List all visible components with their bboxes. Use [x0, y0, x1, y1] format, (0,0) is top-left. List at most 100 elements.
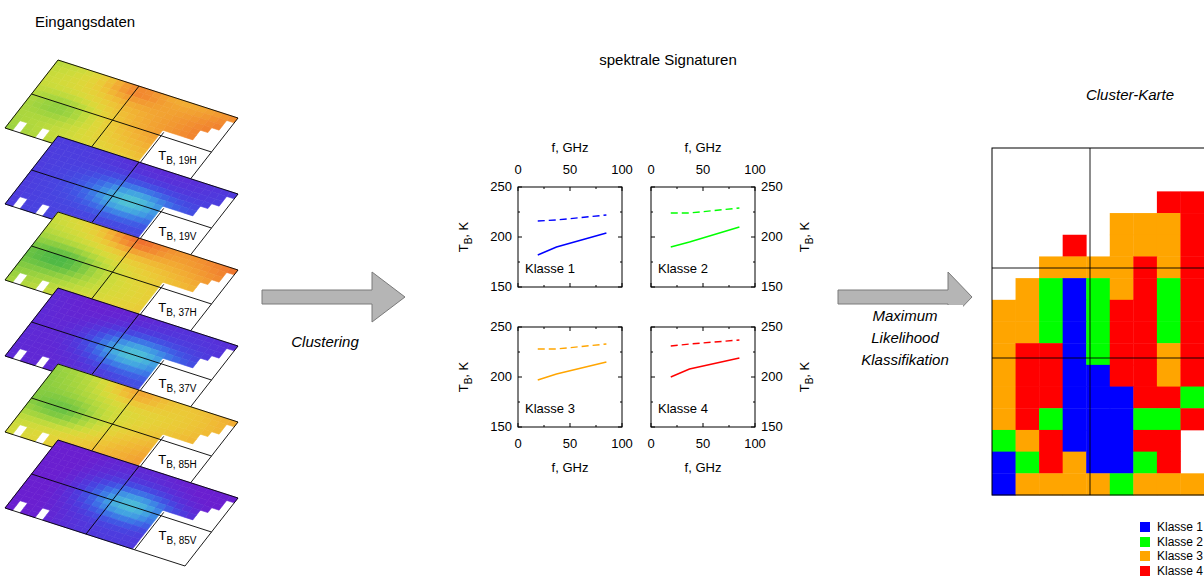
cluster-cell [1157, 191, 1181, 213]
subscript-text: B [463, 238, 474, 245]
cluster-cell [1133, 213, 1157, 235]
label-text: 150 [761, 279, 783, 294]
map-cell [227, 420, 238, 427]
map-grid-line [32, 474, 212, 532]
label-text: 200 [490, 369, 512, 384]
map-cell [28, 282, 39, 289]
cluster-cell [992, 473, 1016, 495]
map-ground [5, 136, 238, 262]
map-border [5, 440, 238, 566]
map-cell [200, 201, 211, 208]
label-text: 200 [490, 229, 512, 244]
cluster-cell [1110, 278, 1134, 300]
cluster-cell [1133, 408, 1157, 430]
cluster-cell [1157, 452, 1181, 474]
label-text: T [158, 300, 166, 315]
legend-text: Klasse 4 [1157, 563, 1203, 577]
map-cell [212, 199, 223, 206]
layer-label: TB, 19H [156, 149, 199, 166]
cluster-cell [1157, 365, 1181, 387]
map-border [5, 136, 238, 262]
cluster-cell [1039, 452, 1063, 474]
tick-label: 100 [611, 437, 633, 452]
label-text: , K [456, 222, 471, 238]
map-grid-line [32, 398, 212, 456]
axis-label: TB, K [457, 362, 474, 393]
cluster-cell [1063, 256, 1087, 278]
cluster-cell [1063, 235, 1087, 257]
label-text: 250 [761, 179, 783, 194]
label-text: 200 [761, 369, 783, 384]
cluster-cell [1110, 322, 1134, 344]
cluster-cell [1110, 473, 1134, 495]
map-grid-line [1090, 148, 1091, 495]
cluster-cell [1063, 322, 1087, 344]
label-text: 250 [490, 179, 512, 194]
cluster-cell [1157, 256, 1181, 278]
map-cell [212, 123, 223, 130]
cluster-cell [1039, 365, 1063, 387]
tick-mark [618, 377, 622, 378]
label-text: 0 [647, 436, 654, 451]
tick-mark [618, 237, 622, 238]
axis-label: f, GHz [552, 141, 589, 156]
cluster-cell [1063, 452, 1087, 474]
map-ground [5, 60, 238, 186]
tick-label: 250 [490, 180, 512, 195]
tick-label: 200 [761, 230, 783, 245]
axis-label: f, GHz [685, 461, 722, 476]
map-cell [5, 199, 16, 206]
plot-frame [518, 327, 622, 427]
subscript-text: B, 85H [166, 459, 197, 470]
tick-label: 50 [563, 437, 577, 452]
map-border [5, 60, 238, 186]
subscript-text: B [463, 378, 474, 385]
label-text: 250 [490, 319, 512, 334]
tick-label: 200 [490, 370, 512, 385]
layer-label: TB, 85V [157, 529, 199, 546]
legend-swatch [1140, 551, 1150, 561]
brightness-map [5, 440, 238, 566]
cluster-cell [1133, 473, 1157, 495]
label-text: 50 [696, 162, 710, 177]
cluster-cell [1110, 256, 1134, 278]
arrow-label: Clustering [289, 331, 361, 353]
signature-plot [651, 187, 755, 287]
tick-mark [651, 237, 655, 238]
label-text: 150 [490, 419, 512, 434]
map-grid-line [992, 358, 1204, 359]
map-cell [227, 116, 238, 123]
cluster-cell [1133, 365, 1157, 387]
plot-frame [651, 327, 755, 427]
cluster-cell [992, 300, 1016, 322]
map-cell [185, 209, 196, 216]
cluster-cell [992, 387, 1016, 409]
subscript-text: B, 85V [166, 535, 196, 546]
label-text: , K [797, 362, 812, 378]
cluster-cell [1133, 387, 1157, 409]
label-text: 100 [744, 162, 766, 177]
plot-frame [651, 187, 755, 287]
map-cell [212, 503, 223, 510]
arrow-label: Maximum Likelihood Klassifikation [847, 305, 963, 370]
legend-text: Klasse 3 [1157, 549, 1203, 563]
map-border [5, 212, 238, 338]
class-label: Klasse 4 [658, 402, 708, 417]
cluster-cell [1133, 235, 1157, 257]
map-cell [28, 434, 39, 441]
cluster-cell [1016, 387, 1040, 409]
cluster-cell [1180, 387, 1204, 409]
map-cell [28, 358, 39, 365]
cluster-cell [1157, 387, 1181, 409]
map-grid-line [32, 170, 212, 228]
map-cell [185, 513, 196, 520]
label-text: T [159, 376, 167, 391]
map-cell [5, 427, 16, 434]
cluster-cell [1016, 365, 1040, 387]
tick-label: 50 [563, 163, 577, 178]
tick-label: 100 [611, 163, 633, 178]
tick-label: 200 [490, 230, 512, 245]
cluster-cell [1016, 473, 1040, 495]
